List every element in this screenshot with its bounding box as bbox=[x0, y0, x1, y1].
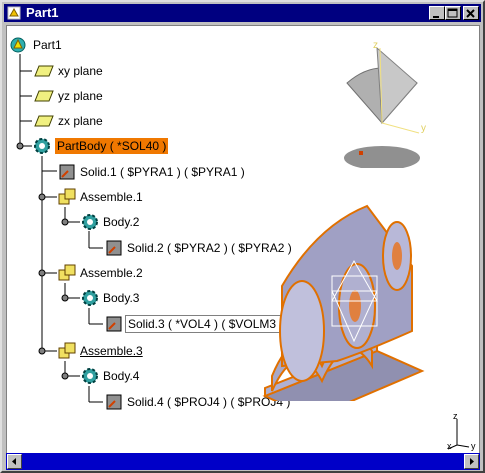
plane-icon bbox=[34, 65, 54, 77]
compass-widget[interactable]: z y bbox=[337, 38, 437, 168]
tree-item-assemble1[interactable]: Assemble.1 bbox=[80, 190, 143, 204]
gear-icon bbox=[34, 138, 50, 154]
solid-icon bbox=[106, 240, 122, 256]
assemble-icon bbox=[58, 264, 76, 281]
tree-item-assemble3[interactable]: Assemble.3 bbox=[80, 344, 143, 358]
window-title: Part1 bbox=[26, 5, 59, 20]
solid-icon bbox=[106, 394, 122, 410]
gear-icon bbox=[82, 368, 98, 384]
tree-item-solid1[interactable]: Solid.1 ( $PYRA1 ) ( $PYRA1 ) bbox=[80, 165, 245, 179]
scroll-left-button[interactable] bbox=[7, 454, 22, 469]
minimize-button[interactable] bbox=[429, 6, 445, 20]
tree-item-partbody[interactable]: PartBody ( *SOL40 ) bbox=[55, 138, 169, 154]
arrow-right-icon bbox=[470, 458, 474, 465]
tree-item-zx-plane[interactable]: zx plane bbox=[58, 114, 103, 128]
viewer-canvas[interactable]: Part1 xy plane yz plane zx plane PartBod… bbox=[6, 25, 480, 454]
axis-z-label: z bbox=[453, 411, 458, 421]
assemble-icon bbox=[58, 188, 76, 205]
plane-icon bbox=[34, 115, 54, 127]
maximize-icon bbox=[447, 8, 458, 18]
axis-y-label: y bbox=[471, 441, 476, 451]
solid-icon bbox=[59, 164, 75, 180]
close-icon bbox=[466, 9, 475, 18]
axis-triad: z x y bbox=[447, 411, 476, 451]
tree-item-body4[interactable]: Body.4 bbox=[103, 369, 140, 383]
arrow-left-icon bbox=[12, 458, 16, 465]
compass-z-label: z bbox=[373, 40, 378, 51]
assemble-icon bbox=[58, 342, 76, 359]
tree-root-part1[interactable]: Part1 bbox=[33, 38, 62, 52]
compass-y-label: y bbox=[421, 123, 426, 134]
close-button[interactable] bbox=[463, 6, 479, 20]
tree-connectors bbox=[16, 54, 103, 403]
minimize-icon bbox=[433, 16, 439, 18]
tree-item-body3[interactable]: Body.3 bbox=[103, 291, 140, 305]
part-icon bbox=[7, 6, 21, 20]
tree-item-assemble2[interactable]: Assemble.2 bbox=[80, 266, 143, 280]
plane-icon bbox=[34, 90, 54, 102]
tree-item-solid2[interactable]: Solid.2 ( $PYRA2 ) ( $PYRA2 ) bbox=[127, 241, 292, 255]
maximize-button[interactable] bbox=[445, 6, 461, 20]
part-3d-model[interactable] bbox=[257, 166, 432, 401]
gear-icon bbox=[82, 290, 98, 306]
part-root-icon bbox=[10, 37, 26, 53]
tree-item-yz-plane[interactable]: yz plane bbox=[58, 89, 103, 103]
tree-item-body2[interactable]: Body.2 bbox=[103, 215, 140, 229]
gear-icon bbox=[82, 214, 98, 230]
solid-icon bbox=[106, 316, 122, 332]
axis-x-label: x bbox=[447, 441, 452, 451]
scroll-right-button[interactable] bbox=[464, 454, 479, 469]
title-bar[interactable]: Part1 bbox=[4, 4, 481, 22]
tree-item-xy-plane[interactable]: xy plane bbox=[58, 64, 103, 78]
tree-item-solid4[interactable]: Solid.4 ( $PROJ4 ) ( $PROJ4 ) bbox=[127, 395, 291, 409]
horizontal-scrollbar[interactable] bbox=[6, 453, 480, 470]
